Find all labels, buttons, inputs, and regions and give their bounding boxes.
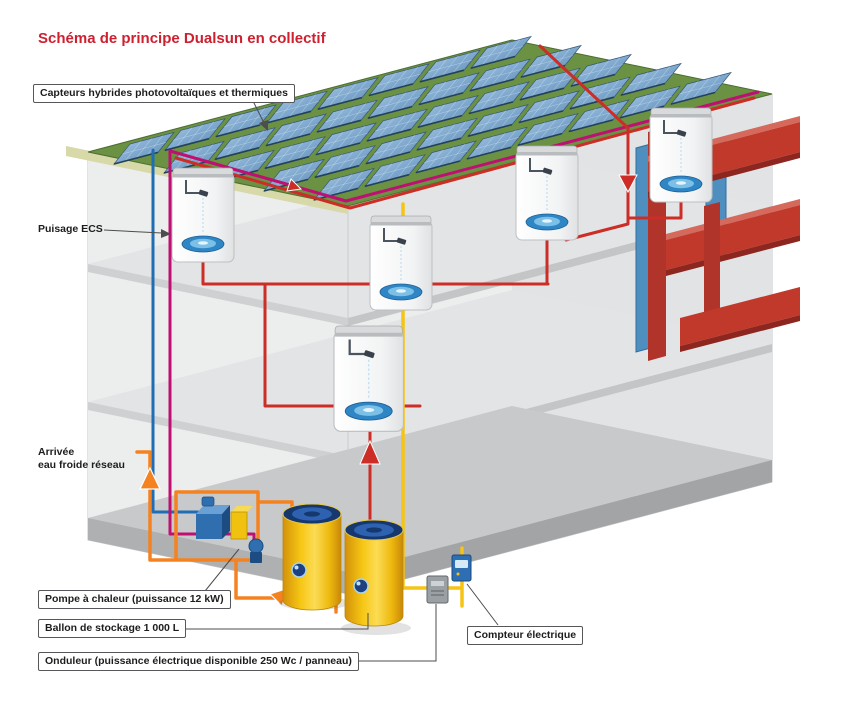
expansion-box [230, 506, 253, 540]
shower-unit [515, 145, 579, 241]
shower-unit [649, 107, 713, 203]
circulation-pump [248, 538, 264, 563]
electric-meter [451, 554, 472, 582]
hot-water-pipe-roof [174, 96, 756, 210]
flow-arrow-up [359, 439, 381, 465]
label-compteur-electrique: Compteur électrique [467, 626, 584, 646]
flow-arrow-up [139, 466, 161, 490]
label-arrivee-line2: eau froide réseau [38, 459, 125, 472]
shower-unit [369, 215, 433, 311]
label-pompe-a-chaleur: Pompe à chaleur (puissance 12 kW) [38, 590, 231, 610]
shower-unit [171, 167, 235, 263]
flow-arrow [286, 178, 303, 192]
label-puisage-ecs: Puisage ECS [38, 223, 103, 235]
heat-pump [196, 496, 230, 539]
storage-tank [282, 503, 342, 611]
label-ballon-stockage: Ballon de stockage 1 000 L [38, 619, 187, 639]
inverter [426, 575, 449, 604]
leader-lines [103, 96, 499, 662]
label-arrivee-line1: Arrivée [38, 446, 75, 458]
storage-tank [344, 519, 404, 627]
diagram-title: Schéma de principe Dualsun en collectif [38, 30, 326, 47]
shower-unit [332, 324, 405, 433]
label-capteurs: Capteurs hybrides photovoltaïques et the… [33, 84, 295, 104]
flow-arrow-down [618, 174, 638, 194]
label-onduleur: Onduleur (puissance électrique disponibl… [38, 652, 359, 672]
label-arrivee-eau-froide: Arrivée eau froide réseau [38, 446, 125, 472]
